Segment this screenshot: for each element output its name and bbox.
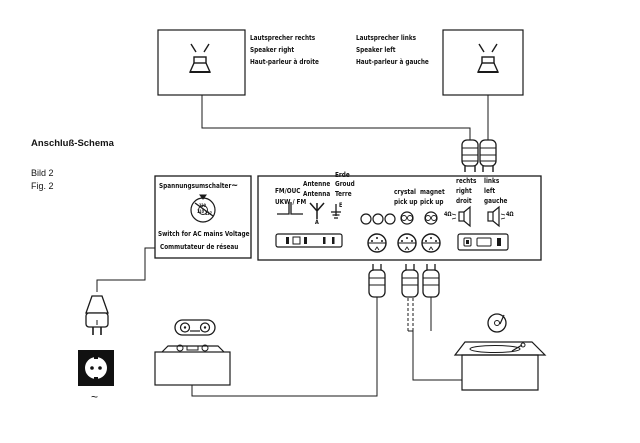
magnet-label-2: pick up <box>420 198 444 206</box>
din-plug-magnet <box>422 264 440 298</box>
fm-label-2: UKW / FM <box>275 198 307 206</box>
earth-label-2: Groud <box>335 180 355 188</box>
ac-symbol: ~ <box>231 180 239 191</box>
speaker-left-icon <box>476 43 500 73</box>
voltage-selector-label-en: Switch for AC mains Voltage <box>158 230 250 238</box>
phono-cable <box>412 331 462 381</box>
din-plug-tape <box>368 264 386 298</box>
antenna-label-1: Antenne <box>303 180 331 188</box>
earth-label-1: Erde <box>335 171 350 179</box>
right-output-impedance: 4Ω <box>444 211 452 218</box>
receiver-panel <box>257 175 542 261</box>
voltage-selector-box <box>154 175 252 259</box>
voltage-selector-title: Spannungsumschalter~ <box>159 180 239 191</box>
speaker-right-plug <box>461 139 479 172</box>
tape-recorder-icon <box>174 319 216 336</box>
speaker-right-label-de: Lautsprecher rechts <box>250 34 316 42</box>
tape-recorder <box>154 344 231 386</box>
figure-title: Anschluß-Schema <box>31 138 114 149</box>
mains-cable <box>96 247 155 292</box>
tape-cable <box>191 297 378 397</box>
speaker-left-box <box>442 29 524 96</box>
fm-label-1: FM/OUC <box>275 187 301 195</box>
voltage-selector-label-fr: Commutateur de réseau <box>160 243 239 251</box>
dial-mark-110: 110 <box>197 209 204 214</box>
earth-marker: E <box>339 202 343 209</box>
din-socket-tape <box>367 233 387 253</box>
speaker-left-output-icon <box>487 205 506 228</box>
antenna-label-2: Antenna <box>303 190 331 198</box>
magnet-label-1: magnet <box>420 188 445 196</box>
left-output-label-3: gauche <box>484 197 508 205</box>
antenna-marker: A <box>315 219 319 226</box>
voltage-selector-dial <box>190 194 216 223</box>
speaker-right-label-en: Speaker right <box>250 46 295 54</box>
din-plug-crystal <box>401 264 419 298</box>
speaker-left-label-en: Speaker left <box>356 46 396 54</box>
speaker-right-icon <box>188 43 212 73</box>
fm-antenna-icon <box>277 202 303 215</box>
magnet-pickup-icon <box>424 211 438 225</box>
dial-mark-127: 127 <box>205 211 212 216</box>
din-socket-magnet <box>421 233 441 253</box>
crystal-pickup-icon <box>400 211 414 225</box>
speaker-left-label-fr: Haut-parleur à gauche <box>356 58 429 66</box>
right-output-label-2: right <box>456 187 472 195</box>
figure-caption-en: Fig. 2 <box>31 181 54 191</box>
antenna-icon <box>309 202 325 219</box>
speaker-left-label-de: Lautsprecher links <box>356 34 417 42</box>
record-player <box>453 341 547 391</box>
right-output-label-1: rechts <box>456 177 477 185</box>
earth-label-3: Terre <box>335 190 352 198</box>
speaker-right-output-icon <box>451 205 471 228</box>
speaker-socket-strip <box>457 233 509 251</box>
record-player-icon <box>487 313 507 333</box>
tape-input-icon <box>360 213 396 225</box>
right-output-label-3: droit <box>456 197 472 205</box>
mains-plug <box>85 295 109 335</box>
speaker-left-plug <box>479 139 497 172</box>
left-output-label-1: links <box>484 177 500 185</box>
left-output-label-2: left <box>484 187 496 195</box>
figure-caption-de: Bild 2 <box>31 168 54 178</box>
dial-mark-220: 220 <box>199 203 206 208</box>
crystal-label-2: pick up <box>394 198 418 206</box>
speaker-right-label-fr: Haut-parleur à droite <box>250 58 319 66</box>
speaker-right-cable <box>201 95 471 140</box>
earth-icon <box>331 204 341 219</box>
speaker-right-box <box>157 29 246 96</box>
mains-symbol: ~ <box>91 390 99 404</box>
mains-outlet <box>78 350 114 386</box>
din-socket-crystal <box>397 233 417 253</box>
crystal-label-1: crystal <box>394 188 416 196</box>
left-output-impedance: 4Ω <box>506 211 514 218</box>
antenna-socket-strip <box>275 233 343 248</box>
